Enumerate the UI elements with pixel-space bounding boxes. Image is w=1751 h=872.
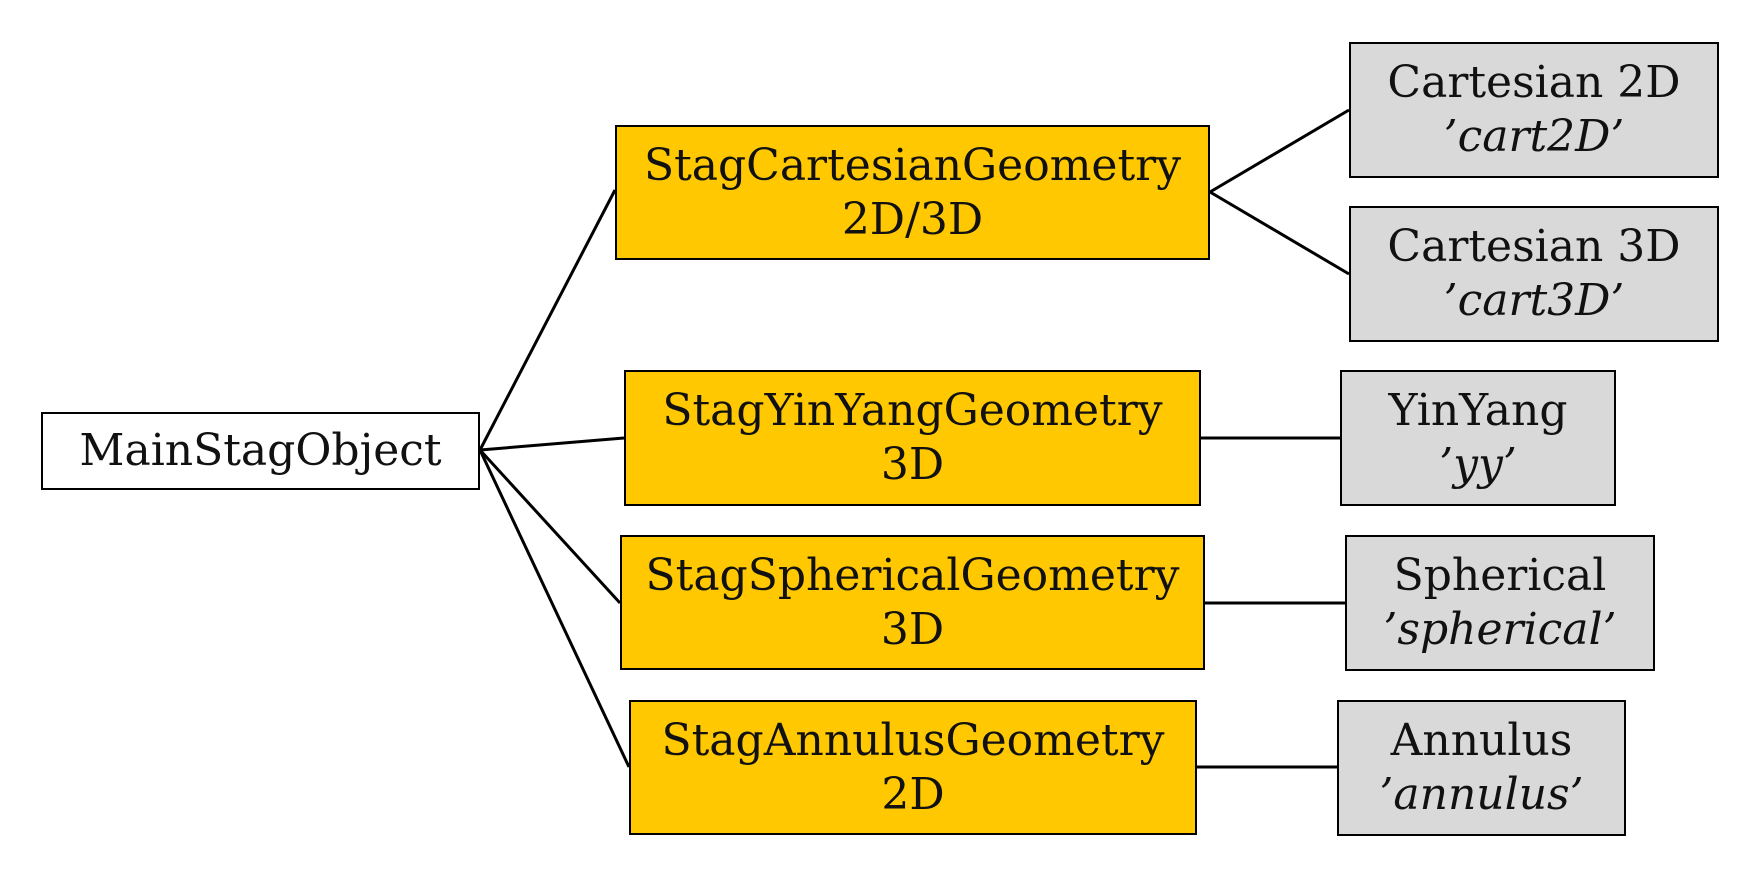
stag-yinyang-geometry-node: StagYinYangGeometry 3D [624, 370, 1201, 506]
leaf-code: ’annulus’ [1379, 769, 1584, 820]
class-name: StagYinYangGeometry [662, 385, 1163, 437]
class-name: StagSphericalGeometry [645, 549, 1180, 601]
class-dims: 2D [881, 768, 945, 820]
stag-cartesian-geometry-node: StagCartesianGeometry 2D/3D [615, 125, 1210, 260]
leaf-title: YinYang [1388, 385, 1568, 437]
spherical-node: Spherical ’spherical’ [1345, 535, 1655, 671]
edge-cartesian-cart2d [1209, 108, 1350, 194]
edge-root-cartesian [478, 189, 617, 451]
yinyang-node: YinYang ’yy’ [1340, 370, 1616, 506]
edge-cartesian-cart3d [1209, 190, 1350, 276]
leaf-code: ’cart2D’ [1443, 111, 1625, 162]
cartesian-2d-node: Cartesian 2D ’cart2D’ [1349, 42, 1719, 178]
class-dims: 3D [880, 603, 945, 655]
stag-spherical-geometry-node: StagSphericalGeometry 3D [620, 535, 1205, 670]
leaf-title: Spherical [1393, 550, 1607, 602]
leaf-code: ’cart3D’ [1443, 275, 1625, 326]
class-name: StagCartesianGeometry [643, 139, 1182, 191]
main-stag-object-node: MainStagObject [41, 412, 480, 490]
leaf-code: ’spherical’ [1383, 604, 1617, 655]
leaf-title: Cartesian 3D [1387, 221, 1681, 273]
leaf-title: Annulus [1390, 715, 1573, 767]
edge-root-annulus [478, 449, 631, 768]
class-name: StagAnnulusGeometry [661, 714, 1165, 766]
edge-root-yinyang [479, 436, 625, 452]
class-dims: 2D/3D [841, 193, 984, 245]
leaf-code: ’yy’ [1439, 439, 1517, 490]
main-stag-object-label: MainStagObject [79, 425, 442, 477]
cartesian-3d-node: Cartesian 3D ’cart3D’ [1349, 206, 1719, 342]
edge-root-spherical [478, 448, 622, 605]
annulus-node: Annulus ’annulus’ [1337, 700, 1626, 836]
stag-annulus-geometry-node: StagAnnulusGeometry 2D [629, 700, 1197, 835]
leaf-title: Cartesian 2D [1387, 57, 1681, 109]
class-dims: 3D [880, 439, 945, 490]
